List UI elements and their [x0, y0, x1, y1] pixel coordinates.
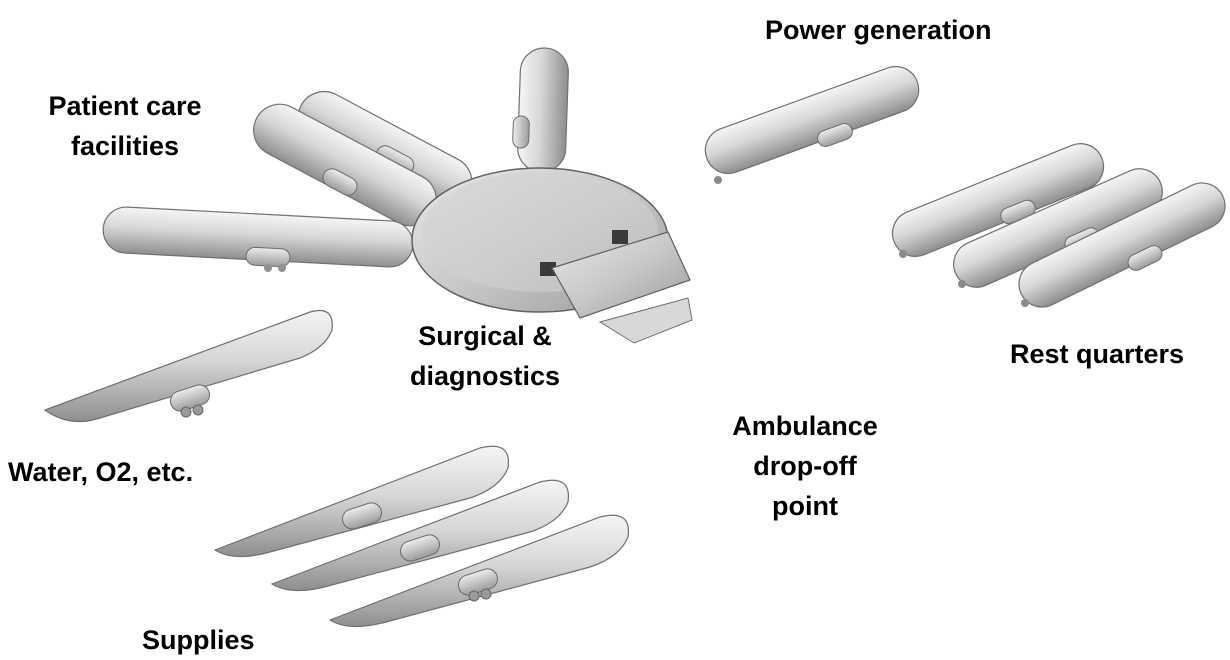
label-water-o2: Water, O2, etc.: [8, 452, 193, 492]
patient-care-module: [102, 206, 414, 272]
label-ambulance-line3: point: [705, 486, 905, 526]
label-surgical-line1: Surgical &: [390, 316, 580, 356]
patient-care-module: [512, 47, 569, 173]
label-power-generation: Power generation: [765, 10, 992, 50]
label-patient-care-facilities: Patient care facilities: [30, 86, 220, 166]
label-rest-quarters: Rest quarters: [1010, 334, 1184, 374]
power-generation-module: [699, 60, 925, 184]
label-ambulance-line1: Ambulance: [705, 406, 905, 446]
label-patient-care-line1: Patient care: [30, 86, 220, 126]
label-surgical-line2: diagnostics: [390, 356, 580, 396]
label-ambulance-line2: drop-off: [705, 446, 905, 486]
label-surgical-diagnostics: Surgical & diagnostics: [390, 316, 580, 396]
label-patient-care-line2: facilities: [30, 126, 220, 166]
label-ambulance-drop-off-point: Ambulance drop-off point: [705, 406, 905, 526]
label-supplies: Supplies: [142, 620, 255, 660]
water-o2-module: [45, 310, 332, 421]
